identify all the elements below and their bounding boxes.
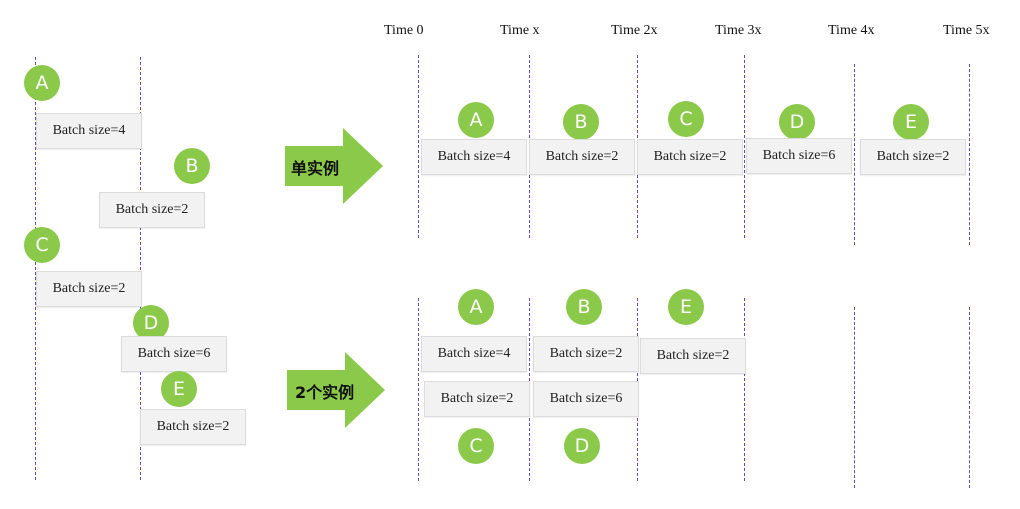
double-dashed-line-0 <box>418 298 419 481</box>
single-dashed-line-3 <box>744 55 745 238</box>
time-label-1: Time x <box>500 23 540 38</box>
double-b-circle: B <box>566 289 602 325</box>
time-label-0: Time 0 <box>384 23 424 38</box>
time-label-2: Time 2x <box>611 23 658 38</box>
time-label-5: Time 5x <box>943 23 990 38</box>
double-c-circle: C <box>458 428 494 464</box>
request-e-circle: E <box>161 371 197 407</box>
single-dashed-line-5 <box>969 64 970 245</box>
single-instance-arrow <box>285 128 383 204</box>
single-instance-label: 单实例 <box>291 159 340 178</box>
double-dashed-line-3 <box>744 298 745 481</box>
single-b-circle: B <box>563 104 599 140</box>
single-dashed-line-0 <box>418 55 419 238</box>
two-instance-arrow <box>287 352 385 428</box>
double-e-circle: E <box>668 289 704 325</box>
double-c-batch: Batch size=2 <box>424 381 530 417</box>
double-e-batch: Batch size=2 <box>640 338 746 374</box>
request-d-batch: Batch size=6 <box>121 336 227 372</box>
request-a-circle: A <box>24 65 60 101</box>
single-a-circle: A <box>458 102 494 138</box>
double-b-batch: Batch size=2 <box>533 336 639 372</box>
double-a-batch: Batch size=4 <box>421 336 527 372</box>
request-c-batch: Batch size=2 <box>36 271 142 307</box>
single-e-circle: E <box>893 104 929 140</box>
single-e-batch: Batch size=2 <box>860 139 966 175</box>
two-instance-label: 2个实例 <box>295 383 355 402</box>
double-dashed-line-4 <box>854 307 855 488</box>
request-b-batch: Batch size=2 <box>99 192 205 228</box>
single-d-circle: D <box>779 104 815 140</box>
double-a-circle: A <box>458 289 494 325</box>
left-dashed-line-2 <box>140 57 141 480</box>
single-c-circle: C <box>668 101 704 137</box>
single-d-batch: Batch size=6 <box>746 138 852 174</box>
double-dashed-line-5 <box>969 307 970 488</box>
request-a-batch: Batch size=4 <box>36 113 142 149</box>
time-label-4: Time 4x <box>828 23 875 38</box>
double-d-circle: D <box>564 428 600 464</box>
request-b-circle: B <box>174 148 210 184</box>
request-c-circle: C <box>24 227 60 263</box>
single-b-batch: Batch size=2 <box>529 139 635 175</box>
single-a-batch: Batch size=4 <box>421 139 527 175</box>
single-c-batch: Batch size=2 <box>637 139 743 175</box>
request-e-batch: Batch size=2 <box>140 409 246 445</box>
time-label-3: Time 3x <box>715 23 762 38</box>
single-dashed-line-4 <box>854 64 855 245</box>
left-dashed-line-1 <box>35 57 36 480</box>
request-d-circle: D <box>133 305 169 341</box>
double-d-batch: Batch size=6 <box>533 381 639 417</box>
